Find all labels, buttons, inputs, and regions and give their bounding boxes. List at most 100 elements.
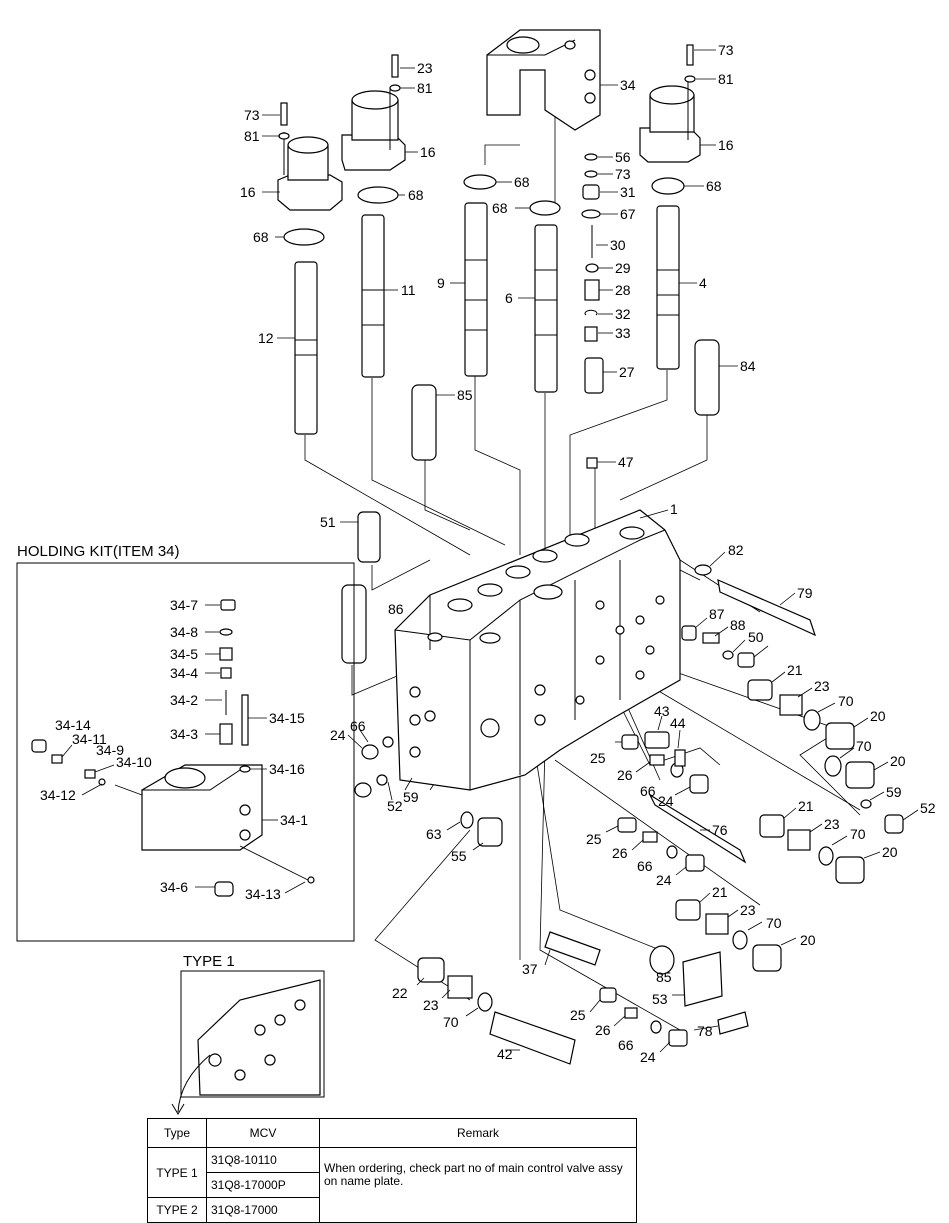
- label-34: 34: [620, 77, 636, 93]
- label-20-c: 20: [882, 844, 898, 860]
- label-31: 31: [620, 184, 636, 200]
- table-row: 31Q8-17000P: [148, 1172, 637, 1198]
- cell-mcv: 31Q8-10110: [206, 1147, 320, 1173]
- label-28: 28: [615, 282, 631, 298]
- label-34-8: 34-8: [170, 624, 198, 640]
- label-34-5: 34-5: [170, 646, 198, 662]
- label-53: 53: [652, 991, 668, 1007]
- label-33: 33: [615, 325, 631, 341]
- label-76: 76: [712, 822, 728, 838]
- label-25-c: 25: [570, 1007, 586, 1023]
- label-87: 88: [730, 617, 746, 633]
- label-82: 84: [740, 358, 756, 374]
- spools: [294, 202, 680, 435]
- label-30: 30: [610, 237, 626, 253]
- label-22: 22: [392, 985, 408, 1001]
- label-25-b: 25: [586, 831, 602, 847]
- solenoid-16-left: [277, 132, 343, 211]
- label-65-left: 66: [350, 718, 366, 734]
- cell-remark: When ordering, check part no of main con…: [319, 1147, 637, 1223]
- label-16-center: 16: [420, 144, 436, 160]
- label-70: 73: [615, 166, 631, 182]
- label-26-c: 26: [595, 1022, 611, 1038]
- label-23-c: 23: [740, 902, 756, 918]
- label-68-right: 68: [706, 178, 722, 194]
- label-34-15: 34-15: [269, 710, 305, 726]
- label-29: 29: [615, 260, 631, 276]
- label-84: 86: [388, 601, 404, 617]
- label-23-d: 23: [423, 997, 439, 1013]
- label-34-10: 34-10: [116, 754, 152, 770]
- label-34-6: 34-6: [160, 879, 188, 895]
- label-34-2: 34-2: [170, 692, 198, 708]
- label-68-left: 68: [253, 229, 269, 245]
- label-20-a: 20: [870, 708, 886, 724]
- cell-type: TYPE 1: [147, 1147, 207, 1198]
- label-67-e: 70: [443, 1014, 459, 1030]
- check-valve-parts: [581, 153, 601, 342]
- label-75: 78: [697, 1023, 713, 1039]
- label-83: 85: [457, 387, 473, 403]
- label-27: 27: [619, 364, 635, 380]
- label-86: 87: [709, 606, 725, 622]
- label-81: 82: [728, 542, 744, 558]
- type1-title: TYPE 1: [183, 953, 235, 970]
- label-51: 51: [320, 514, 336, 530]
- label-79-right: 81: [718, 71, 734, 87]
- label-24-a: 24: [658, 793, 674, 809]
- label-56: 56: [615, 149, 631, 165]
- label-43: 43: [654, 703, 670, 719]
- table-header-row: Type MCV Remark: [147, 1118, 637, 1148]
- label-79-left: 81: [244, 128, 260, 144]
- label-21-b: 21: [798, 798, 814, 814]
- holding-kit-panel: [16, 562, 355, 942]
- label-73: 23: [417, 60, 433, 76]
- label-50: 50: [748, 629, 764, 645]
- label-67-b: 70: [856, 738, 872, 754]
- label-73-right: 73: [718, 42, 734, 58]
- holding-kit-title: HOLDING KIT(ITEM 34): [17, 543, 180, 560]
- table-row: TYPE 1 31Q8-10110 When ordering, check p…: [147, 1147, 637, 1223]
- label-26-a: 26: [617, 767, 633, 783]
- label-63: 63: [426, 826, 442, 842]
- label-21-c: 21: [712, 884, 728, 900]
- bolts-73: [278, 44, 696, 140]
- label-23-b: 23: [824, 816, 840, 832]
- label-11: 11: [401, 282, 416, 298]
- label-34-16: 34-16: [269, 761, 305, 777]
- cell-mcv: 31Q8-17000: [206, 1197, 320, 1223]
- label-34-11: 34-11: [72, 731, 107, 747]
- label-65-a: 66: [640, 783, 656, 799]
- label-34-3: 34-3: [170, 726, 198, 742]
- label-26-b: 26: [612, 845, 628, 861]
- label-34-9: 34-9: [96, 742, 124, 758]
- label-68-center: 68: [408, 187, 424, 203]
- label-24-b: 24: [656, 872, 672, 888]
- label-79: 81: [417, 80, 433, 96]
- part-labels: 23 81 73 81 16 16 68 68 11 12 9 68 68 6 …: [40, 42, 936, 1065]
- label-67-a: 70: [838, 693, 854, 709]
- label-85: 85: [656, 969, 672, 985]
- label-24-left: 24: [330, 727, 346, 743]
- label-68-mid2: 68: [492, 200, 508, 216]
- label-20-b: 20: [890, 753, 906, 769]
- label-59-right: 59: [886, 784, 902, 800]
- label-65-b: 66: [637, 858, 653, 874]
- label-78: 79: [797, 585, 813, 601]
- solenoid-16-right: [639, 82, 701, 163]
- label-34-1: 34-1: [280, 812, 308, 828]
- main-valve-body: [394, 509, 681, 791]
- label-55: 55: [451, 848, 467, 864]
- label-24-c: 24: [640, 1049, 656, 1065]
- header-mcv: MCV: [206, 1118, 320, 1148]
- label-20-d: 20: [800, 932, 816, 948]
- label-52-right: 52: [920, 800, 936, 816]
- label-32: 32: [615, 306, 631, 322]
- o-rings-68: [283, 174, 685, 246]
- label-16-left: 16: [240, 184, 256, 200]
- label-52-left: 52: [387, 798, 403, 814]
- spec-table: Type MCV Remark TYPE 1 31Q8-10110 When o…: [147, 1118, 637, 1223]
- label-23-a: 23: [814, 678, 830, 694]
- label-6: 6: [505, 290, 513, 306]
